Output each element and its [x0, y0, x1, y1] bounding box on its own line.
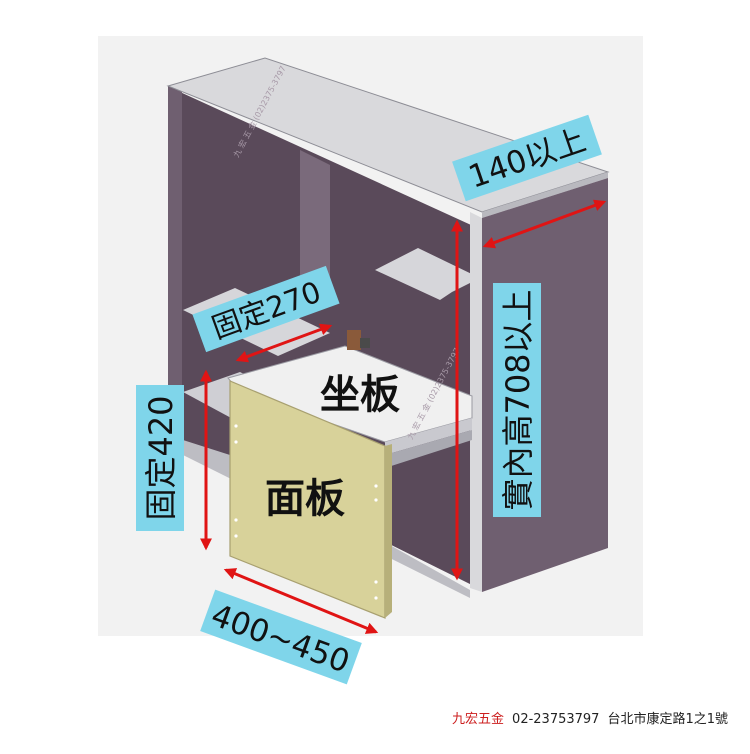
cabinet-left-side — [168, 86, 182, 452]
face-panel-label: 面板 — [265, 476, 345, 522]
dimension-arrows — [200, 199, 607, 634]
arrow-fixed-270 — [235, 323, 333, 363]
seat-board-label: 坐板 — [320, 372, 400, 418]
seat-latch-knob-icon — [360, 338, 370, 348]
footer-contact: 九宏五金 02-23753797 台北市康定路1之1號 — [452, 708, 728, 727]
cabinet-divider — [300, 150, 330, 300]
cabinet-right-side-edge — [470, 212, 482, 592]
svg-text:固定420: 固定420 — [142, 395, 180, 520]
footer-address: 台北市康定路1之1號 — [607, 712, 728, 727]
arrow-depth-400-450 — [223, 568, 379, 634]
footer-brand: 九宏五金 — [452, 712, 505, 727]
footer-phone: 02-23753797 — [512, 712, 600, 727]
label-fixed-420: 固定420 — [136, 385, 184, 531]
seat-board-edge — [385, 418, 472, 455]
label-inner-height-708: 實內高708以上 — [493, 283, 541, 517]
svg-text:實內高708以上: 實內高708以上 — [499, 289, 537, 510]
face-panel-edge — [385, 444, 392, 618]
seat-latch-icon — [347, 330, 361, 350]
arrow-width-140 — [482, 199, 607, 249]
seat-rail — [385, 430, 472, 468]
